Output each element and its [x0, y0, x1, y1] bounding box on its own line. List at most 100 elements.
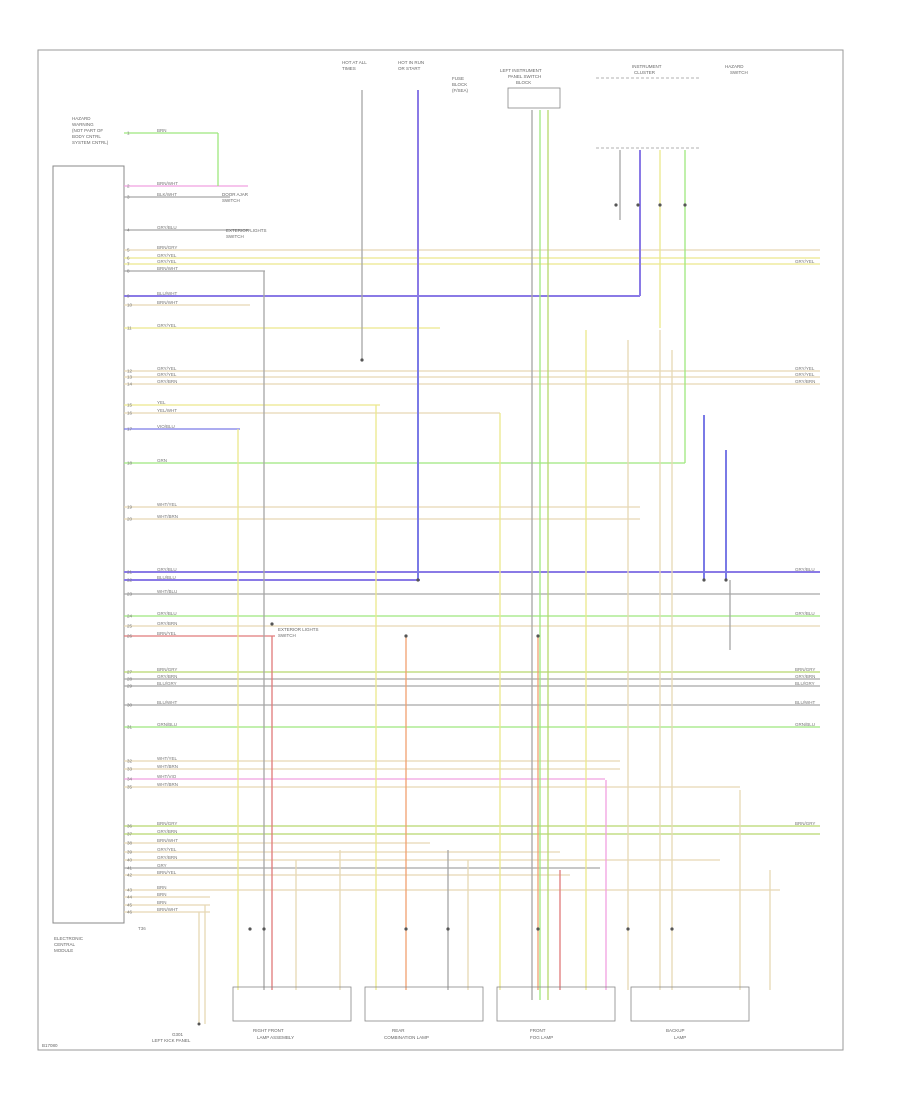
wire-pin-number: 24 [127, 614, 133, 619]
svg-text:FRONT: FRONT [530, 1028, 546, 1033]
wire-color-label: WHT/YEL [157, 502, 177, 507]
module-top-label-line: BODY CNTRL [72, 134, 101, 139]
wire-color-label: GRY/YEL [157, 253, 177, 258]
wire-color-label: BLU/WHT [157, 700, 178, 705]
wire-color-label-right: GRY/YEL [795, 366, 815, 371]
svg-text:PANEL SWITCH: PANEL SWITCH [508, 74, 541, 79]
wire-color-label: GRY/BLU [157, 611, 177, 616]
component-instrument-cluster: INSTRUMENT CLUSTER [596, 64, 700, 149]
wire-pin-number: 31 [127, 725, 133, 730]
svg-text:CLUSTER: CLUSTER [634, 70, 656, 75]
wire-color-label: WHT/BRN [157, 764, 178, 769]
component-hazard-switch: HAZARD SWITCH [725, 64, 748, 75]
junction-dot [404, 927, 408, 931]
wire-color-label: WHT/BRN [157, 514, 178, 519]
wire-pin-number: 38 [127, 841, 133, 846]
bottom-module-front-fog: FRONT FOG LAMP [496, 986, 616, 1040]
wire-color-label-right: BLU/WHT [795, 700, 816, 705]
wire-color-label: GRY/BRN [157, 829, 177, 834]
module-bottom-label-line: CENTRAL [54, 942, 76, 947]
wire-pin-number: 13 [127, 375, 133, 380]
wire-11: 11 GRY/YEL [124, 323, 440, 331]
wire-pin-number: 11 [127, 326, 132, 331]
wire-pin-number: 7 [127, 262, 130, 267]
wire-color-label: BRN [157, 900, 167, 905]
module-top-label-line: SYSTEM CNTRL) [72, 140, 109, 145]
wire-pin-number: 43 [127, 888, 133, 893]
wire-pin-number: 32 [127, 759, 133, 764]
diagram-frame [37, 49, 844, 1051]
wire-pin-number: 44 [127, 895, 133, 900]
wire-pin-number: 25 [127, 624, 133, 629]
wire-pin-number: 41 [127, 866, 133, 871]
wire-color-label: BLU/WHT [157, 291, 178, 296]
wire-color-label: BRN [157, 128, 167, 133]
wire-color-label: YEL/WHT [157, 408, 177, 413]
junction-dot [446, 927, 450, 931]
svg-text:LEFT KICK PANEL: LEFT KICK PANEL [152, 1038, 191, 1043]
wire-pin-number: 30 [127, 703, 133, 708]
module-top-label-line: (NOT PART OF [72, 128, 103, 133]
bottom-module-backup: BACKUP LAMP [630, 986, 750, 1040]
junction-dot [248, 927, 252, 931]
wire-color-label: GRY/BRN [157, 674, 177, 679]
wire-color-label-right: GRY/BRN [795, 674, 815, 679]
exterior-lights-switch-top: SWITCH [226, 234, 244, 239]
junction-dot [724, 578, 728, 582]
wire-pin-number: 20 [127, 517, 133, 522]
wire-color-label-right: GRN/BLU [795, 722, 815, 727]
module-end-pin: T36 [138, 926, 146, 931]
wire-color-label-right: GRY/BRN [795, 379, 815, 384]
vertical-wire-group [198, 90, 771, 1024]
wire-color-label: GRY [157, 863, 167, 868]
bottom-module-right-front: RIGHT FRONT LAMP ASSEMBLY [232, 986, 352, 1040]
svg-text:BLOCK: BLOCK [516, 80, 531, 85]
wire-pin-number: 39 [127, 850, 133, 855]
wire-pin-number: 29 [127, 684, 133, 689]
ground-label: G301 LEFT KICK PANEL [152, 1022, 201, 1043]
component-hot-at-all-times: HOT AT ALL TIMES [342, 60, 367, 71]
svg-text:INSTRUMENT: INSTRUMENT [632, 64, 662, 69]
central-module-box [52, 165, 125, 924]
door-ajar-switch-label: SWITCH [222, 198, 240, 203]
wire-color-label: GRY/YEL [157, 323, 177, 328]
component-fuse-block: FUSE BLOCK (F/SEA) [452, 76, 469, 93]
wire-color-label: BRN/GRY [157, 667, 177, 672]
wire-pin-number: 28 [127, 677, 133, 682]
junction-dot [270, 622, 274, 626]
svg-text:LAMP ASSEMBLY: LAMP ASSEMBLY [257, 1035, 294, 1040]
svg-text:SWITCH: SWITCH [730, 70, 748, 75]
svg-text:REAR: REAR [392, 1028, 405, 1033]
wire-color-label: BRN/WHT [157, 300, 178, 305]
wire-color-label: YEL [157, 400, 166, 405]
wire-28: 28 GRY/BRN GRY/BRN [124, 674, 820, 682]
wire-20: 20 WHT/BRN [124, 514, 640, 522]
wire-pin-number: 40 [127, 858, 133, 863]
wire-color-label-right: BRN/GRY [795, 667, 815, 672]
wire-color-label-right: GRY/YEL [795, 372, 815, 377]
junction-dot [536, 927, 540, 931]
wire-color-label: WHT/VIO [157, 774, 177, 779]
wire-color-label: BRN/GRY [157, 245, 177, 250]
